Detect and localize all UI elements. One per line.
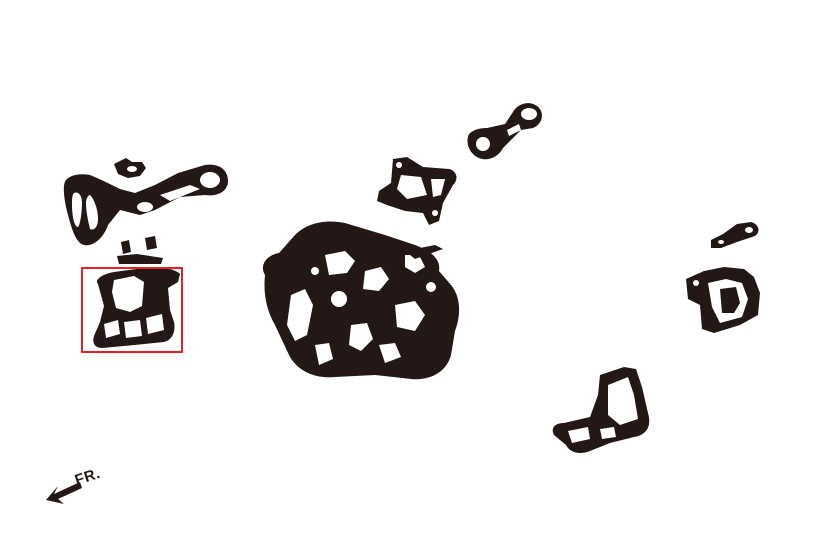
right-small-bracket <box>711 222 759 248</box>
engine-transmission-assembly <box>262 221 460 380</box>
lower-bracket <box>552 367 650 453</box>
rear-torque-link <box>467 103 542 160</box>
small-bracket-upper-left <box>114 158 146 178</box>
front-direction-indicator: FR. <box>44 465 124 510</box>
spacer-pieces <box>117 236 163 264</box>
front-engine-mount <box>93 267 180 348</box>
arrow-icon <box>46 482 82 504</box>
right-side-mount <box>686 267 760 333</box>
front-torque-rod <box>63 164 229 246</box>
upper-engine-bracket <box>377 157 457 225</box>
highlight-box <box>81 267 183 353</box>
direction-label: FR. <box>72 464 103 489</box>
